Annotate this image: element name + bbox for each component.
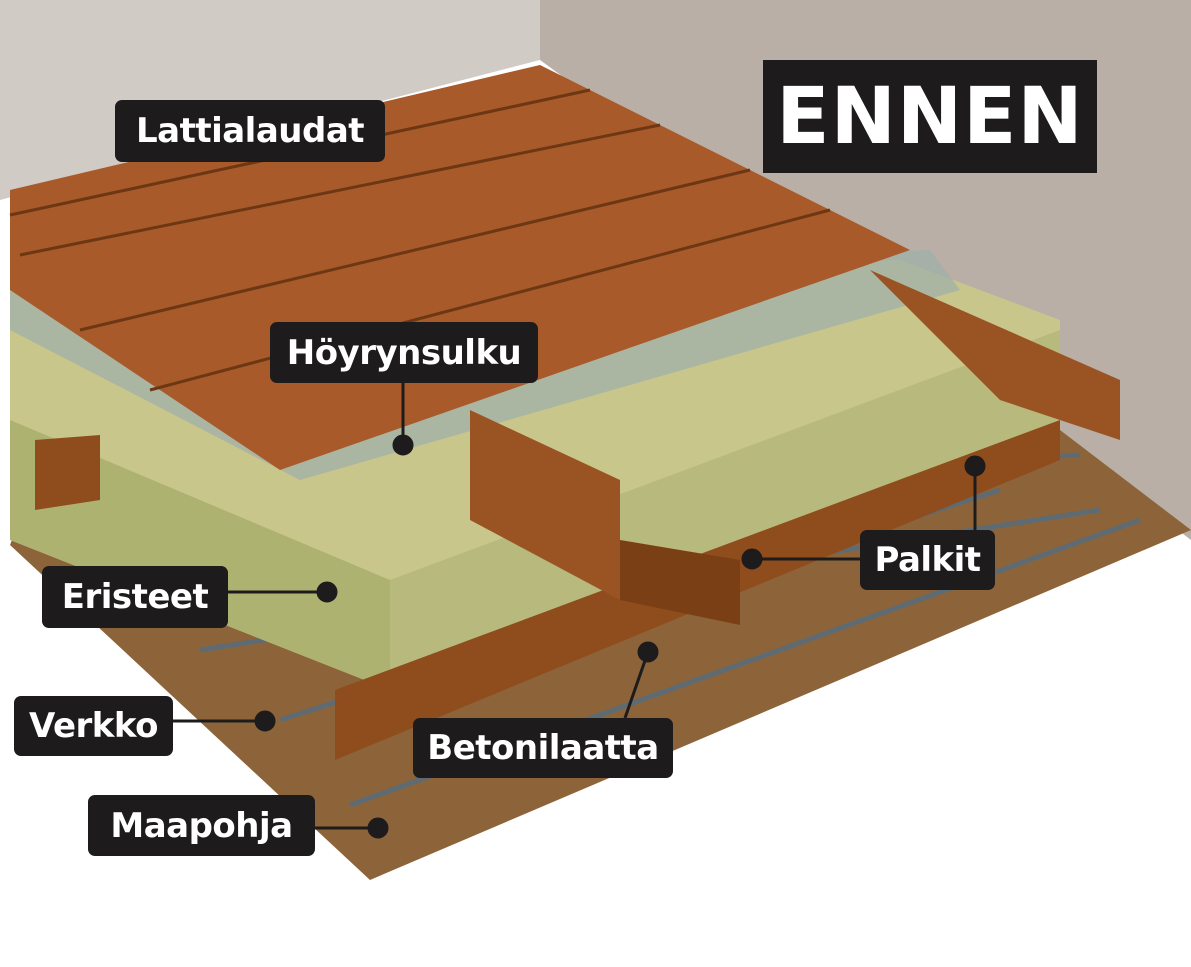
insulation-front <box>10 420 390 690</box>
label-joists: Palkit <box>860 530 995 590</box>
label-insulation: Eristeet <box>42 566 228 628</box>
left-joist <box>35 435 100 510</box>
label-vapor-barrier: Höyrynsulku <box>270 322 538 383</box>
label-mesh: Verkko <box>14 696 173 756</box>
label-concrete-slab: Betonilaatta <box>413 718 673 778</box>
middle-joist <box>470 410 620 600</box>
label-floorboards: Lattialaudat <box>115 100 385 162</box>
leader-lines <box>173 383 986 839</box>
middle-joist-end <box>620 540 740 625</box>
insulation-side <box>390 330 1060 690</box>
label-ground: Maapohja <box>88 795 315 856</box>
title-before: ENNEN <box>763 60 1097 173</box>
right-joist <box>870 270 1120 440</box>
